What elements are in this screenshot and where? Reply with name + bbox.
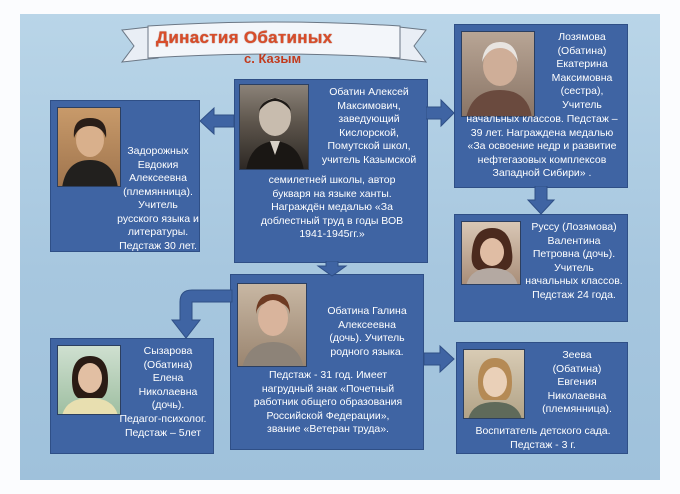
card-text-top: Зеева (Обатина) Евгения Николаевна (плем…	[542, 349, 612, 415]
portrait-photo	[237, 283, 307, 367]
arrow-down-to-valentina	[526, 186, 556, 215]
portrait-figure	[466, 228, 518, 284]
card-text: Задорожных Евдокия Алексеевна (племянниц…	[117, 145, 199, 252]
arrow-down-to-galina	[316, 261, 348, 277]
portrait-figure	[468, 358, 522, 418]
page-subtitle: с. Казым	[244, 51, 302, 66]
card-text-bottom: Воспитатель детского сада. Педстаж - 3 г…	[475, 425, 611, 451]
arrow-right-to-sister	[426, 98, 455, 128]
portrait-photo	[463, 349, 525, 419]
card-russu-valentina: Руссу (Лозямова) Валентина Петровна (доч…	[454, 214, 628, 322]
portrait-photo	[57, 345, 121, 415]
arrow-curved-to-elena	[170, 289, 233, 339]
portrait-figure	[242, 294, 304, 366]
portrait-figure	[466, 42, 532, 116]
arrow-left-to-niece	[200, 106, 235, 136]
card-lozyamova-ekaterina: Лозямова (Обатина) Екатерина Максимовна …	[454, 24, 628, 188]
card-text: семилетней школы, автор букваря на языке…	[260, 174, 404, 240]
card-syzarova-elena: Сызарова (Обатина) Елена Николаевна (доч…	[50, 338, 214, 454]
portrait-photo	[461, 31, 535, 117]
card-text-bottom: Педстаж - 31 год. Имеет нагрудный знак «…	[253, 369, 403, 435]
card-text-bottom: Педагог-психолог. Педстаж – 5лет	[119, 413, 207, 439]
portrait-figure	[62, 118, 118, 186]
portrait-figure	[62, 356, 118, 414]
page-title: Династия Обатиных	[156, 28, 333, 47]
card-zadorozhnykh: Задорожных Евдокия Алексеевна (племянниц…	[50, 100, 200, 252]
card-text-top: Обатина Галина Алексеевна (дочь). Учител…	[327, 305, 407, 358]
portrait-photo	[239, 84, 309, 170]
card-zeeva-evgeniya: Зеева (Обатина) Евгения Николаевна (плем…	[456, 342, 628, 454]
card-obatin-aleksey: Обатин Алексей Максимович, заведующий Ки…	[234, 79, 428, 263]
portrait-figure	[246, 98, 304, 169]
card-text-top: Обатин Алексей Максимович, заведующий Ки…	[321, 86, 417, 166]
card-text-top: Лозямова (Обатина) Екатерина Максимовна …	[551, 31, 613, 111]
ribbon-banner	[120, 21, 428, 63]
card-text-bottom: начальных классов. Педстаж – 39 лет. Наг…	[466, 113, 618, 179]
arrow-right-to-evgeniya	[424, 344, 455, 374]
card-text: Руссу (Лозямова) Валентина Петровна (доч…	[525, 221, 623, 301]
card-obatina-galina: Обатина Галина Алексеевна (дочь). Учител…	[230, 274, 424, 450]
portrait-photo	[461, 221, 521, 285]
portrait-photo	[57, 107, 121, 187]
card-text-top: Сызарова (Обатина) Елена Николаевна (доч…	[138, 345, 198, 411]
